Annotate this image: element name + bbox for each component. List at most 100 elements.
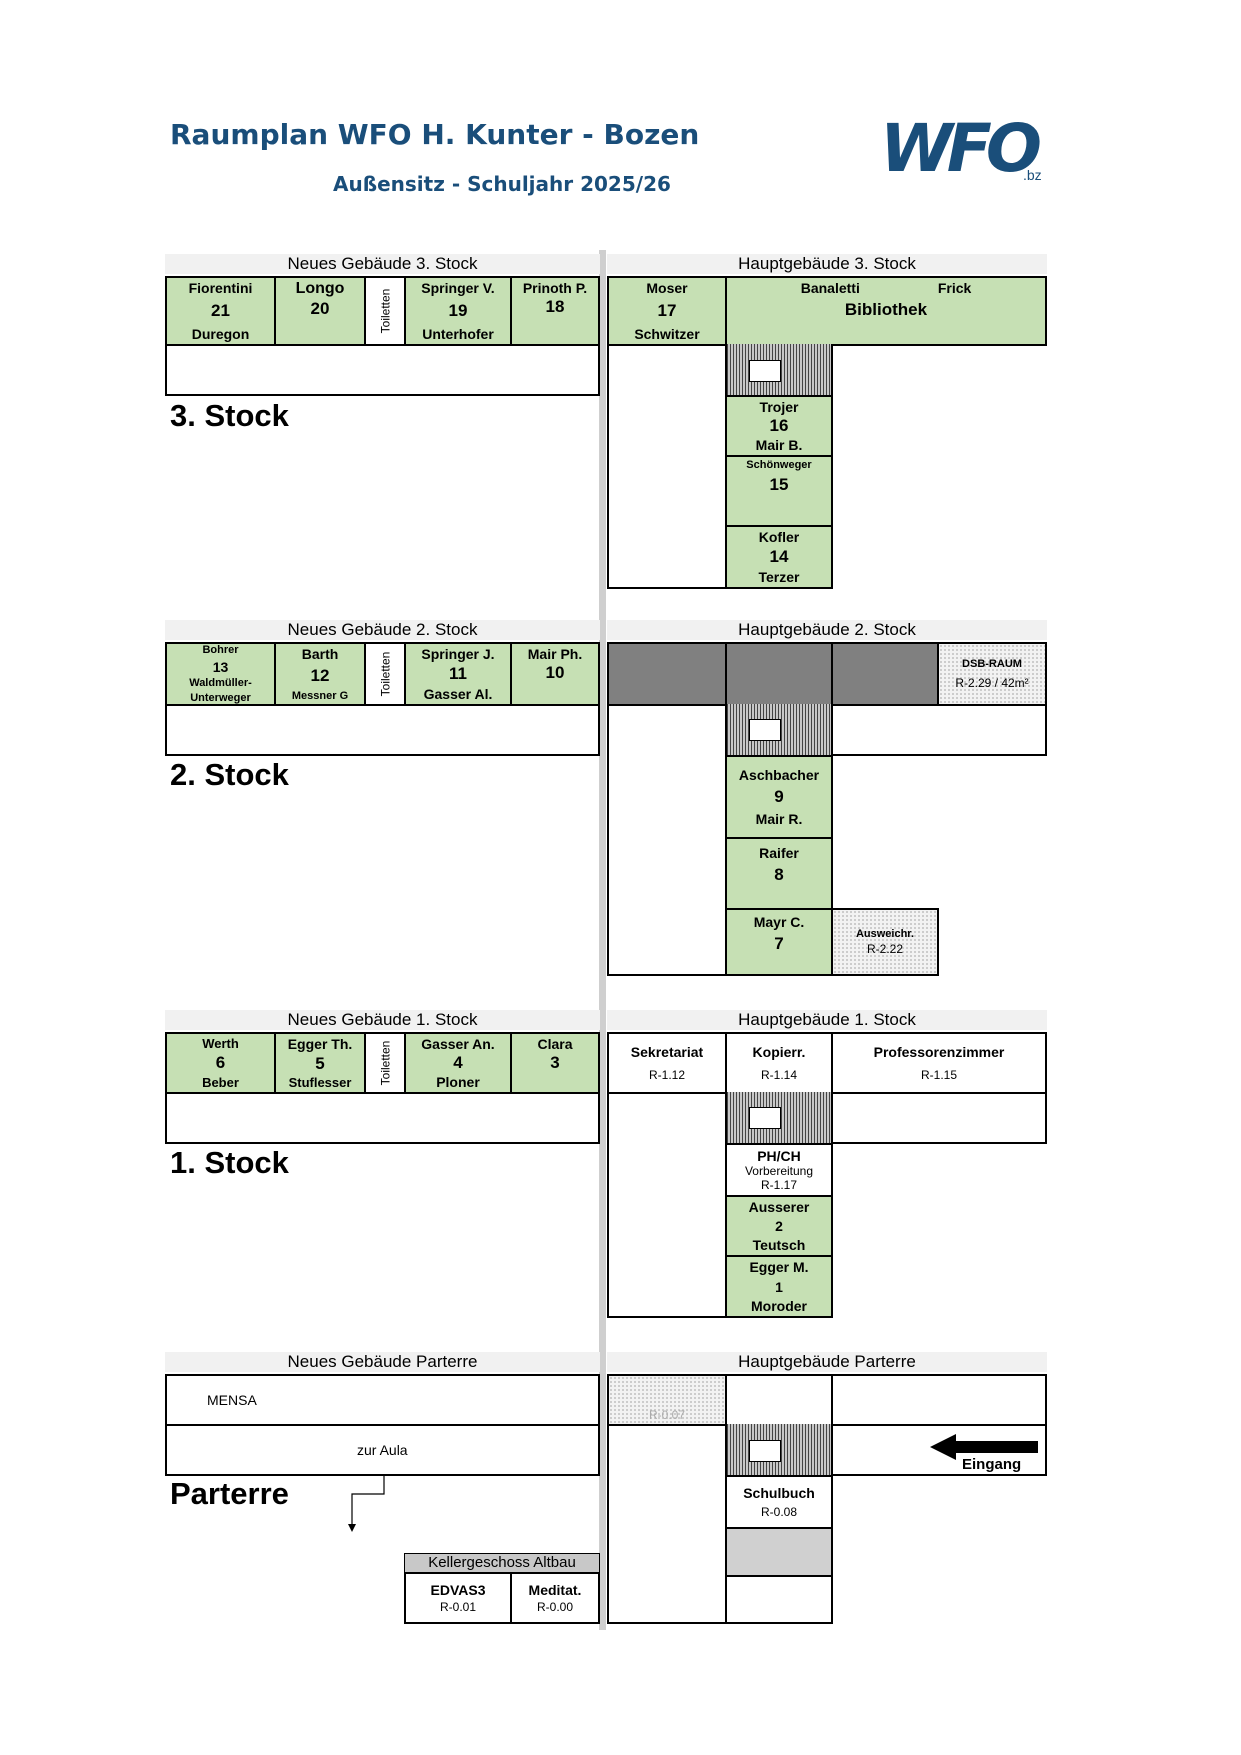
corridor-floor2-new: [165, 704, 600, 756]
room-19[interactable]: Springer V. 19 Unterhofer: [404, 276, 512, 346]
room-teacher: Trojer: [759, 399, 799, 415]
room-teacher: Springer J.: [421, 646, 495, 662]
mensa-label: MENSA: [207, 1392, 257, 1408]
elevator-icon: [749, 1107, 781, 1129]
library[interactable]: Banaletti Frick Bibliothek: [725, 276, 1047, 346]
phch-room[interactable]: PH/CH Vorbereitung R-1.17: [725, 1143, 833, 1197]
room-teacher: Teutsch: [752, 1237, 806, 1253]
ground-gray-room: [725, 1527, 833, 1577]
floor3-label: 3. Stock: [170, 398, 289, 433]
entrance-label: Eingang: [962, 1456, 1022, 1473]
page-title: Raumplan WFO H. Kunter - Bozen: [170, 118, 700, 151]
sekretariat-code: R-1.12: [648, 1068, 686, 1082]
room-number: 17: [657, 301, 677, 320]
room-teacher: Fiorentini: [188, 280, 253, 296]
phch-code: R-1.17: [760, 1178, 798, 1192]
edvas3-code: R-0.01: [439, 1600, 477, 1614]
ground-new-header: Neues Gebäude Parterre: [165, 1352, 600, 1372]
ground-room-c: [831, 1374, 1047, 1426]
room-number: 3: [550, 1053, 560, 1072]
room-teacher: Moser: [646, 280, 688, 296]
edvas3-name: EDVAS3: [430, 1582, 486, 1598]
room-teacher: Kofler: [758, 529, 800, 545]
room-number: 11: [449, 664, 467, 683]
room-21[interactable]: Fiorentini 21 Duregon: [165, 276, 276, 346]
dsb-room-name: DSB-RAUM: [962, 658, 1022, 670]
room-6[interactable]: Werth 6 Beber: [165, 1032, 276, 1094]
library-teacher: Frick: [937, 280, 972, 296]
room-13[interactable]: Bohrer 13 Waldmüller- Unterweger: [165, 642, 276, 706]
elevator-icon: [749, 360, 781, 382]
room-teacher: Schwitzer: [634, 326, 700, 342]
room-teacher: Beber: [202, 1075, 239, 1090]
floor2-label: 2. Stock: [170, 757, 289, 792]
room-teacher: Terzer: [758, 569, 800, 585]
professorenzimmer[interactable]: Professorenzimmer R-1.15: [831, 1032, 1047, 1094]
room-7[interactable]: Mayr C. 7: [725, 908, 833, 976]
phch-sub: Vorbereitung: [744, 1164, 814, 1178]
ausweich-code: R-2.22: [866, 942, 904, 956]
room-4[interactable]: Gasser An. 4 Ploner: [404, 1032, 512, 1094]
corridor-floor3-new: [165, 344, 600, 396]
corridor-floor2-main: [607, 704, 727, 976]
room-number: 7: [774, 934, 784, 953]
room-10[interactable]: Mair Ph. 10: [510, 642, 600, 706]
kopierr-name: Kopierr.: [752, 1044, 806, 1060]
room-number: 13: [212, 658, 229, 675]
room-20[interactable]: Longo 20: [274, 276, 366, 346]
room-teacher: Gasser Al.: [423, 686, 493, 702]
room-2[interactable]: Ausserer 2 Teutsch: [725, 1195, 833, 1257]
room-teacher: Mair B.: [755, 437, 803, 453]
room-number: 9: [774, 787, 784, 806]
room-5[interactable]: Egger Th. 5 Stuflesser: [274, 1032, 366, 1094]
room-14[interactable]: Kofler 14 Terzer: [725, 525, 833, 589]
dsb-room[interactable]: DSB-RAUM R-2.29 / 42m²: [937, 642, 1047, 706]
room-number: 1: [775, 1278, 783, 1295]
room-number: 8: [774, 865, 784, 884]
meditat-room[interactable]: Meditat. R-0.00: [510, 1572, 600, 1624]
aula-label: zur Aula: [357, 1442, 408, 1458]
keller-header: Kellergeschoss Altbau: [404, 1553, 600, 1573]
room-12[interactable]: Barth 12 Messner G: [274, 642, 366, 706]
ground-label: Parterre: [170, 1476, 289, 1511]
sekretariat[interactable]: Sekretariat R-1.12: [607, 1032, 727, 1094]
ground-room-d: [725, 1575, 833, 1624]
corridor-ground-main: [607, 1424, 727, 1624]
room-17[interactable]: Moser 17 Schwitzer: [607, 276, 727, 346]
room-15[interactable]: Schönweger 15: [725, 455, 833, 527]
gray-room-b: [725, 642, 833, 706]
toilets-floor2: Toiletten: [364, 642, 406, 706]
library-teacher: Banaletti: [800, 280, 860, 296]
aula-corridor[interactable]: zur Aula: [165, 1424, 600, 1476]
room-number: 4: [453, 1053, 463, 1072]
toilets-floor3: Toiletten: [364, 276, 406, 346]
room-teacher: Barth: [301, 646, 339, 662]
entrance-area[interactable]: Eingang: [831, 1424, 1047, 1476]
room-teacher: Mair Ph.: [527, 646, 583, 662]
mensa[interactable]: MENSA: [165, 1374, 600, 1426]
room-3[interactable]: Clara 3: [510, 1032, 600, 1094]
ground-room-b: [725, 1374, 833, 1426]
room-teacher: Unterhofer: [422, 326, 494, 342]
corridor-floor3-main: [607, 344, 727, 589]
room-18[interactable]: Prinoth P. 18: [510, 276, 600, 346]
ground-main-header: Hauptgebäude Parterre: [607, 1352, 1047, 1372]
ausweich-room[interactable]: Ausweichr. R-2.22: [831, 908, 939, 976]
meditat-code: R-0.00: [536, 1600, 574, 1614]
room-8[interactable]: Raifer 8: [725, 837, 833, 910]
room-16[interactable]: Trojer 16 Mair B.: [725, 395, 833, 457]
room-teacher: Ploner: [436, 1074, 480, 1090]
room-9[interactable]: Aschbacher 9 Mair R.: [725, 755, 833, 839]
room-r007[interactable]: R-0.07: [607, 1374, 727, 1426]
logo-suffix: .bz: [1023, 167, 1042, 183]
floor1-new-header: Neues Gebäude 1. Stock: [165, 1010, 600, 1030]
room-1[interactable]: Egger M. 1 Moroder: [725, 1255, 833, 1318]
kopierr[interactable]: Kopierr. R-1.14: [725, 1032, 833, 1094]
kopierr-code: R-1.14: [760, 1068, 798, 1082]
edvas3-room[interactable]: EDVAS3 R-0.01: [404, 1572, 512, 1624]
floor2-new-header: Neues Gebäude 2. Stock: [165, 620, 600, 640]
room-11[interactable]: Springer J. 11 Gasser Al.: [404, 642, 512, 706]
room-teacher: Egger M.: [749, 1259, 809, 1275]
schulbuch-room[interactable]: Schulbuch R-0.08: [725, 1475, 833, 1529]
room-teacher: Moroder: [751, 1298, 807, 1314]
